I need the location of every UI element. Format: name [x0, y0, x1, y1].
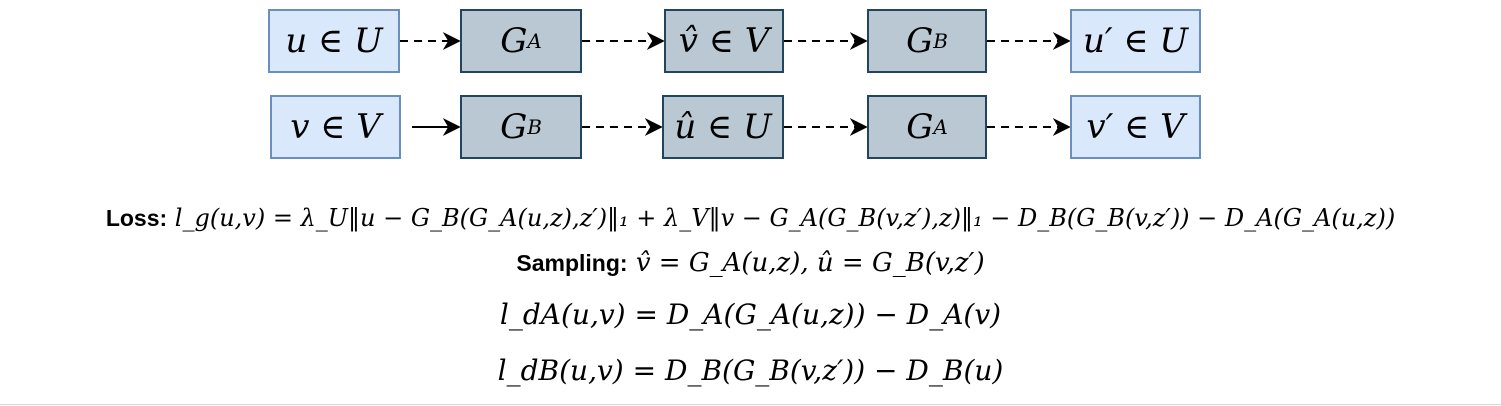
row2-output-box: v′ ∈ V [1070, 95, 1201, 159]
row1-output-label: u′ ∈ U [1082, 21, 1189, 61]
row2-output-label: v′ ∈ V [1086, 107, 1185, 147]
row1-output-box: u′ ∈ U [1070, 9, 1201, 73]
row1-gen2-symbol: G [906, 21, 934, 61]
discriminator-b-loss: l_dB(u,v) = D_B(G_B(v,z′)) − D_B(u) [0, 354, 1501, 387]
row1-input-box: u ∈ U [268, 9, 400, 73]
ld-a-formula: l_dA(u,v) = D_A(G_A(u,z)) − D_A(v) [499, 298, 1002, 331]
row2-gen2-subscript: A [933, 115, 948, 139]
row1-gen2-subscript: B [933, 29, 948, 53]
row2-gen1-symbol: G [500, 107, 528, 147]
sampling-formula: v̂ = G_A(u,z), û = G_B(v,z′) [635, 248, 985, 278]
ld-b-formula: l_dB(u,v) = D_B(G_B(v,z′)) − D_B(u) [497, 354, 1004, 387]
sampling-label: Sampling: [516, 250, 628, 276]
row1-input-label: u ∈ U [285, 21, 383, 61]
row2-input-label: v ∈ V [290, 107, 381, 147]
row2-mid-label: û ∈ U [674, 107, 772, 147]
discriminator-a-loss: l_dA(u,v) = D_A(G_A(u,z)) − D_A(v) [0, 298, 1501, 331]
loss-formula: l_g(u,v) = λ_U‖u − G_B(G_A(u,z),z′)‖₁ + … [174, 204, 1396, 232]
row1-mid-label: v̂ ∈ V [678, 21, 770, 61]
row2-mid-box: û ∈ U [662, 95, 784, 159]
row1-gen1-symbol: G [500, 21, 528, 61]
row1-mid-box: v̂ ∈ V [664, 9, 784, 73]
bottom-divider [0, 404, 1501, 405]
connector-arrows [400, 32, 1071, 136]
row2-gen1-subscript: B [527, 115, 542, 139]
row2-input-box: v ∈ V [270, 95, 401, 159]
loss-equation: Loss: l_g(u,v) = λ_U‖u − G_B(G_A(u,z),z′… [0, 204, 1501, 232]
row2-gen2-symbol: G [906, 107, 934, 147]
loss-label: Loss: [105, 205, 168, 231]
sampling-equation: Sampling: v̂ = G_A(u,z), û = G_B(v,z′) [0, 248, 1501, 278]
row1-gen1-subscript: A [527, 29, 542, 53]
